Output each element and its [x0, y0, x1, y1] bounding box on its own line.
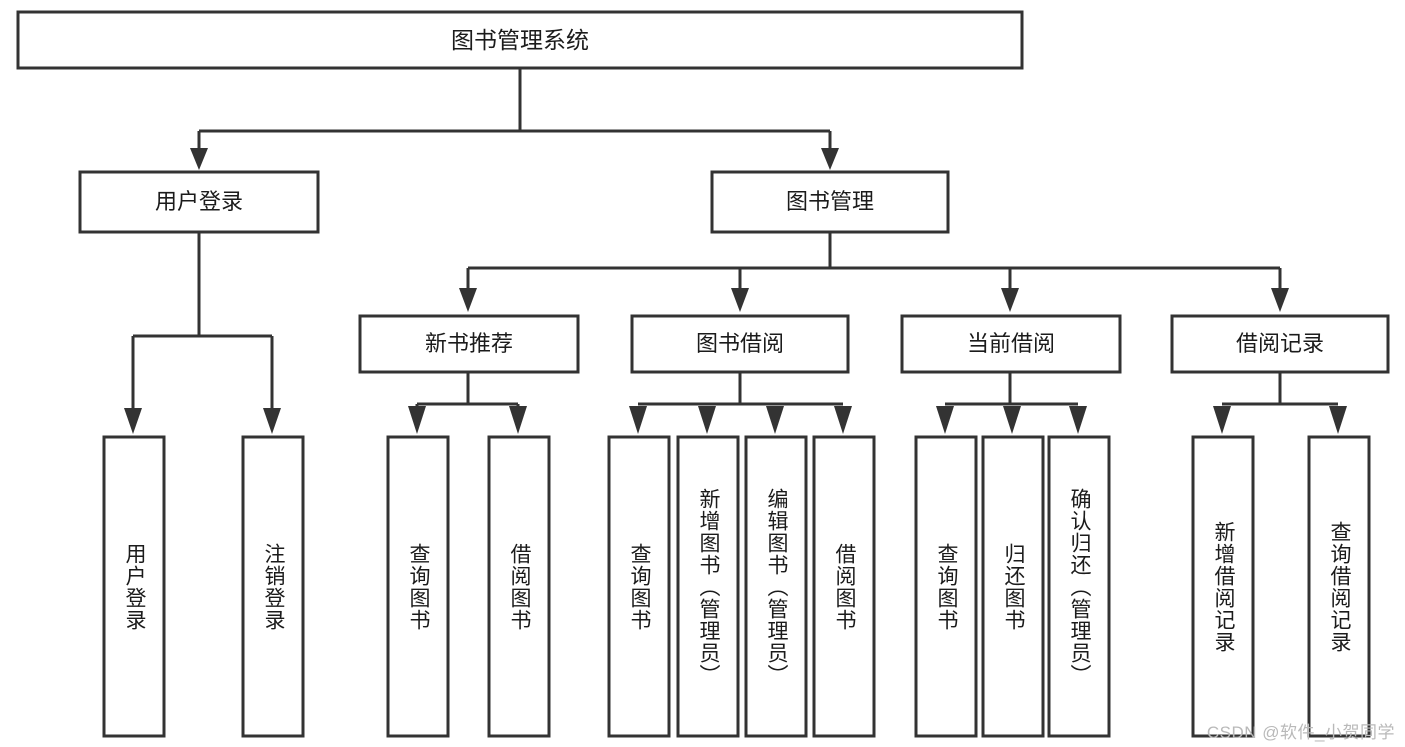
arrowhead-leaf-add-record	[1213, 406, 1231, 434]
arrowhead-current-borrow	[1001, 288, 1019, 312]
node-book-borrow-box[interactable]	[630, 314, 850, 374]
node-new-book-recommend-box[interactable]	[358, 314, 580, 374]
arrowhead-user-login	[190, 148, 208, 170]
node-leaf-query-record-box[interactable]	[1307, 435, 1371, 738]
arrowhead-book-manage	[821, 148, 839, 170]
arrowhead-leaf-query-book-1	[408, 406, 426, 434]
node-leaf-confirm-return-box[interactable]	[1047, 435, 1111, 738]
node-borrow-record-box[interactable]	[1170, 314, 1390, 374]
node-leaf-query-book-3-box[interactable]	[914, 435, 978, 738]
node-borrow-record-label: 借阅记录	[1236, 331, 1324, 356]
node-leaf-user-login-box[interactable]	[102, 435, 166, 738]
arrowhead-leaf-borrow-book-1	[509, 406, 527, 434]
node-leaf-borrow-book-2-box[interactable]	[812, 435, 876, 738]
csdn-watermark: CSDN @软件_小贺同学	[1206, 723, 1395, 742]
node-current-borrow[interactable]: 当前借阅	[900, 314, 1122, 374]
arrowhead-leaf-query-record	[1329, 406, 1347, 434]
arrowhead-leaf-borrow-book-2	[834, 406, 852, 434]
node-leaf-return-book-box[interactable]	[981, 435, 1045, 738]
node-leaf-add-book-box[interactable]	[676, 435, 740, 738]
node-new-book-recommend-label: 新书推荐	[425, 331, 513, 356]
node-root-box[interactable]	[16, 10, 1024, 70]
arrowhead-book-borrow	[731, 288, 749, 312]
node-book-manage-label: 图书管理	[786, 189, 874, 214]
node-current-borrow-label: 当前借阅	[967, 331, 1055, 356]
node-user-login[interactable]: 用户登录	[78, 170, 320, 234]
node-current-borrow-box[interactable]	[900, 314, 1122, 374]
node-leaf-query-book-1-box[interactable]	[386, 435, 450, 738]
connectors-layer	[124, 68, 1347, 434]
arrowhead-leaf-add-book	[698, 406, 716, 434]
node-leaf-edit-book-box[interactable]	[744, 435, 808, 738]
node-new-book-recommend[interactable]: 新书推荐	[358, 314, 580, 374]
leaf-boxes-layer	[102, 435, 1371, 738]
node-book-borrow[interactable]: 图书借阅	[630, 314, 850, 374]
node-book-manage[interactable]: 图书管理	[710, 170, 950, 234]
node-book-manage-box[interactable]	[710, 170, 950, 234]
arrowhead-leaf-return-book	[1003, 406, 1021, 434]
node-root-label: 图书管理系统	[451, 27, 589, 53]
node-leaf-borrow-book-1-box[interactable]	[487, 435, 551, 738]
arrowhead-leaf-query-book-2	[629, 406, 647, 434]
node-user-login-label: 用户登录	[155, 189, 243, 214]
node-leaf-add-record-box[interactable]	[1191, 435, 1255, 738]
arrowhead-leaf-user-login	[124, 408, 142, 434]
arrowhead-borrow-record	[1271, 288, 1289, 312]
arrowhead-leaf-confirm-return	[1069, 406, 1087, 434]
node-user-login-box[interactable]	[78, 170, 320, 234]
arrowhead-leaf-edit-book	[766, 406, 784, 434]
node-leaf-logout-login-box[interactable]	[241, 435, 305, 738]
node-leaf-query-book-2-box[interactable]	[607, 435, 671, 738]
node-borrow-record[interactable]: 借阅记录	[1170, 314, 1390, 374]
arrowhead-leaf-logout-login	[263, 408, 281, 434]
node-book-borrow-label: 图书借阅	[696, 331, 784, 356]
arrowhead-new-book	[459, 288, 477, 312]
arrowhead-leaf-query-book-3	[936, 406, 954, 434]
node-root[interactable]: 图书管理系统	[16, 10, 1024, 70]
